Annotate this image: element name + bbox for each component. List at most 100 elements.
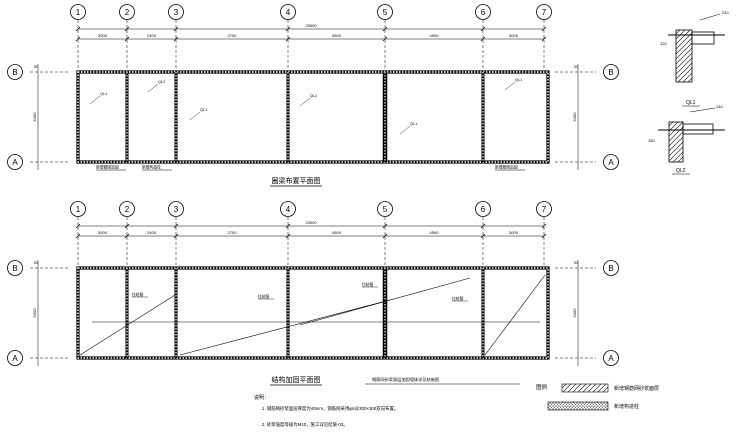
detail-ql1-label: QL1 [686, 100, 696, 106]
axis-label: 3 [174, 205, 179, 214]
bay-span: 4500 [332, 33, 342, 38]
bay-span: 3000 [509, 33, 519, 38]
axis-label: 1 [76, 205, 81, 214]
axis-label: 1 [76, 8, 81, 17]
note-tag: 新增圈梁加固 [495, 165, 518, 170]
bay-span: 2700 [228, 33, 238, 38]
bay-span: 3000 [98, 230, 108, 235]
axis-bubble-2: 2 [119, 201, 135, 266]
legend-item-0: 新增钢筋网砂浆面层 [614, 385, 659, 392]
plan-top-title: 圈梁布置平面图 [272, 176, 321, 185]
plan-bottom-outline [76, 266, 550, 360]
bay-span: 3000 [509, 230, 519, 235]
plan-bottom-braces [79, 274, 546, 356]
beam-tag: QL2 [158, 80, 165, 84]
bay-span: 3000 [98, 33, 108, 38]
plan-top-walls [125, 72, 485, 162]
bay-span: 4500 [430, 33, 440, 38]
edge-offset: 50 [574, 261, 578, 265]
axis-bubble-B: B [7, 64, 70, 80]
notes-heading: 说明： [254, 394, 269, 401]
beam-tag: QL1 [515, 78, 522, 82]
axis-bubble-B: B [7, 260, 70, 276]
axis-label: B [608, 264, 613, 273]
axis-bubble-3: 3 [168, 201, 184, 266]
legend-swatch-hatch [561, 383, 609, 393]
axis-bubble-A: A [7, 154, 70, 170]
axis-bubble-5: 5 [377, 201, 393, 266]
axis-label: 7 [542, 8, 547, 17]
axis-bubble-A: A [7, 350, 70, 366]
legend-item-1: 新增构造柱 [614, 403, 639, 410]
overall-length: 23900 [305, 23, 317, 28]
axis-label: 5 [383, 205, 388, 214]
axis-bubble-7: 7 [536, 4, 552, 70]
detail-ql1: 240 120 QL1 [660, 10, 729, 107]
notes: 说明： 1. 钢筋网砂浆面层厚度为40mm，钢筋网采用φ6@300×300双向布… [254, 394, 398, 428]
overall-width: 5400 [572, 112, 577, 122]
axis-bubble-1: 1 [70, 4, 86, 70]
axis-label: A [12, 354, 18, 363]
axis-bubble-4: 4 [280, 201, 296, 266]
axis-bubble-A: A [555, 154, 619, 170]
plan-bottom-title-note: 钢筋网砂浆面层加固墙体详见结施图 [372, 376, 439, 383]
legend-swatch-dots [547, 401, 609, 411]
axis-label: 3 [174, 8, 179, 17]
edge-offset: 50 [34, 261, 38, 265]
bay-span: 4500 [430, 230, 440, 235]
axis-label: B [12, 264, 17, 273]
axis-bubble-6: 6 [475, 4, 491, 70]
tie-label: 拉结筋 [132, 292, 144, 297]
axis-label: 4 [286, 205, 291, 214]
beam-tag: QL2 [310, 94, 317, 98]
axis-label: 5 [383, 8, 388, 17]
bay-span: 2400 [147, 230, 157, 235]
plan-top-tags: QL1QL2QL1QL2QL1QL1新增圈梁加固新增构造柱新增圈梁加固 [89, 78, 525, 171]
plan-bottom-tags: 拉结筋拉结筋拉结筋拉结筋 [132, 282, 468, 302]
detail-ql2-dim-b: 180 [648, 138, 655, 143]
notes-line-0: 1. 钢筋网砂浆面层厚度为40mm，钢筋网采用φ6@300×300双向布置。 [262, 405, 398, 412]
overall-width: 5400 [32, 112, 37, 122]
legend-label: 图例 [536, 383, 548, 391]
axis-bubble-6: 6 [475, 201, 491, 266]
axis-bubble-1: 1 [70, 201, 86, 266]
axis-bubble-3: 3 [168, 4, 184, 70]
detail-ql2: 240 180 QL2 [648, 104, 725, 175]
axis-bubble-B: B [555, 64, 619, 80]
notes-line-1: 2. 砂浆强度等级为M10，施工详见结施-03。 [262, 421, 348, 428]
overall-width: 5400 [572, 308, 577, 318]
plan-top: 1 2 3 4 5 6 7B B A A 23900 3000 2400 2700 4500 4500 300… [7, 4, 619, 187]
beam-tag: QL1 [100, 92, 107, 96]
axis-label: B [608, 68, 613, 77]
detail-ql2-label: QL2 [676, 168, 686, 174]
note-tag: 新增构造柱 [142, 165, 161, 170]
axis-label: 6 [481, 8, 486, 17]
axis-label: 2 [125, 205, 130, 214]
axis-label: 7 [542, 205, 547, 214]
edge-offset: 50 [34, 65, 38, 69]
detail-ql2-dim-a: 240 [716, 104, 723, 109]
axis-bubble-2: 2 [119, 4, 135, 70]
axis-bubble-5: 5 [377, 4, 393, 70]
overall-length: 23900 [305, 220, 317, 225]
legend: 图例 新增钢筋网砂浆面层 新增构造柱 [536, 383, 659, 411]
bay-span: 4500 [332, 230, 342, 235]
axis-label: B [12, 68, 17, 77]
dimension-chain-top: 23900 3000 2400 2700 4500 4500 3000 5400 50 5400 5… [32, 23, 579, 170]
bay-span: 2700 [228, 230, 238, 235]
tie-label: 拉结筋 [362, 282, 374, 287]
detail-ql1-dim-a: 240 [722, 10, 729, 15]
beam-tag: QL1 [410, 122, 417, 126]
axis-label: 4 [286, 8, 291, 17]
axis-bubbles-top: 1 2 3 4 5 6 7B B A A [7, 4, 619, 170]
bay-span: 2400 [147, 33, 157, 38]
tie-label: 拉结筋 [452, 296, 464, 301]
axis-bubble-7: 7 [536, 201, 552, 266]
edge-offset: 50 [574, 65, 578, 69]
plan-top-outline [76, 70, 550, 164]
axis-bubble-4: 4 [280, 4, 296, 70]
